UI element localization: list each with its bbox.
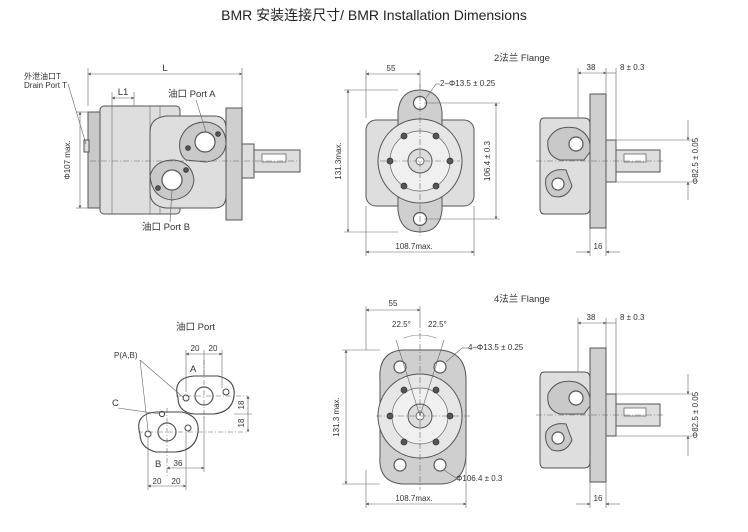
- flange2-holes-label: 2–Φ13.5 ± 0.25: [440, 79, 496, 88]
- drain-port-stub: [83, 139, 90, 153]
- flange4-side-dim-16: 16: [594, 494, 603, 503]
- port-dim-20-b: 20: [209, 344, 218, 353]
- port-c-letter: C: [112, 398, 119, 409]
- port-dim-20-c: 20: [153, 477, 162, 486]
- dim-diameter-label: Φ107 max.: [63, 140, 72, 179]
- flange4-holes-label: 4–Φ13.5 ± 0.25: [468, 343, 524, 352]
- flange2-side-dim-38: 38: [587, 63, 596, 72]
- flange4-height-label: 131.3 max.: [332, 397, 341, 437]
- flange4-dim-55: 55: [389, 299, 398, 308]
- flange4-hole-top-left: [393, 360, 407, 374]
- flange2-bolt-circle-label: 106.4 ± 0.3: [483, 140, 492, 181]
- flange4-side-pilot-label: Φ82.5 ± 0.05: [691, 391, 700, 438]
- flange2-height-label: 131.3max.: [334, 142, 343, 179]
- flange4-bolt-circle-label: Φ106.4 ± 0.3: [456, 474, 503, 483]
- flange2-width-label: 108.7max.: [395, 242, 432, 251]
- drain-port-cn-label: 外泄油口T: [24, 71, 61, 81]
- flange4-hole-top-right: [433, 360, 447, 374]
- port-b-label: 油口 Port B: [142, 221, 190, 233]
- port-detail-label: 油口 Port: [176, 321, 215, 333]
- flange4-angle-2: 22.5°: [428, 320, 447, 329]
- port-dim-18-b: 18: [237, 418, 246, 427]
- flange4-side-dim-38: 38: [587, 313, 596, 322]
- flange2-side-dim-8: 8 ± 0.3: [620, 63, 645, 72]
- shaft-keyway: [261, 153, 287, 163]
- flange4-width-label: 108.7max.: [395, 494, 432, 503]
- flange4-hole-bottom-left: [393, 458, 407, 472]
- flange4-angle-1: 22.5°: [392, 320, 411, 329]
- page-title: BMR 安装连接尺寸/ BMR Installation Dimensions: [221, 7, 527, 23]
- motor-side-view: L L1 Φ107 max. 外泄油口T Drain Port T 油口 Por…: [24, 63, 301, 233]
- flange2-side-dim-16: 16: [594, 242, 603, 251]
- flange4-side-view: 38 8 ± 0.3 Φ82.5 ± 0.05 16: [536, 313, 700, 508]
- port-dim-36: 36: [174, 459, 183, 468]
- port-b-letter: B: [155, 459, 161, 470]
- drain-port-en-label: Drain Port T: [24, 81, 67, 90]
- flange4-hole-bottom-right: [433, 458, 447, 472]
- port-a-label: 油口 Port A: [168, 88, 216, 100]
- port-b-hole: [161, 169, 183, 191]
- motor-rear-cap: [87, 111, 101, 209]
- flange2-side-view: 38 8 ± 0.3 Φ82.5 ± 0.05 16: [536, 63, 700, 256]
- dim-l1-label: L1: [118, 87, 129, 98]
- dim-l-label: L: [162, 63, 167, 74]
- flange4-side-dim-8: 8 ± 0.3: [620, 313, 645, 322]
- flange2-label: 2法兰 Flange: [494, 52, 550, 64]
- flange4-label: 4法兰 Flange: [494, 293, 550, 305]
- flange2-front-view: 2法兰 Flange 55 2–Φ13.5 ± 0.25 131.3max.: [334, 52, 550, 256]
- flange4-front-view: 4法兰 Flange 22.5° 22.5° 55 4–Φ13.5 ± 0.25: [332, 293, 550, 508]
- flange2-dim-55: 55: [387, 64, 396, 73]
- port-a-letter: A: [190, 364, 197, 375]
- port-dim-18-a: 18: [237, 400, 246, 409]
- flange2-side-pilot-label: Φ82.5 ± 0.05: [691, 137, 700, 184]
- port-detail-view: 油口 Port P(A,B) A B C 20 20 18 18: [112, 321, 252, 490]
- port-p-label: P(A,B): [114, 351, 138, 360]
- port-dim-20-a: 20: [191, 344, 200, 353]
- port-dim-20-d: 20: [172, 477, 181, 486]
- port-a-hole: [194, 131, 216, 153]
- front-flange: [225, 107, 243, 221]
